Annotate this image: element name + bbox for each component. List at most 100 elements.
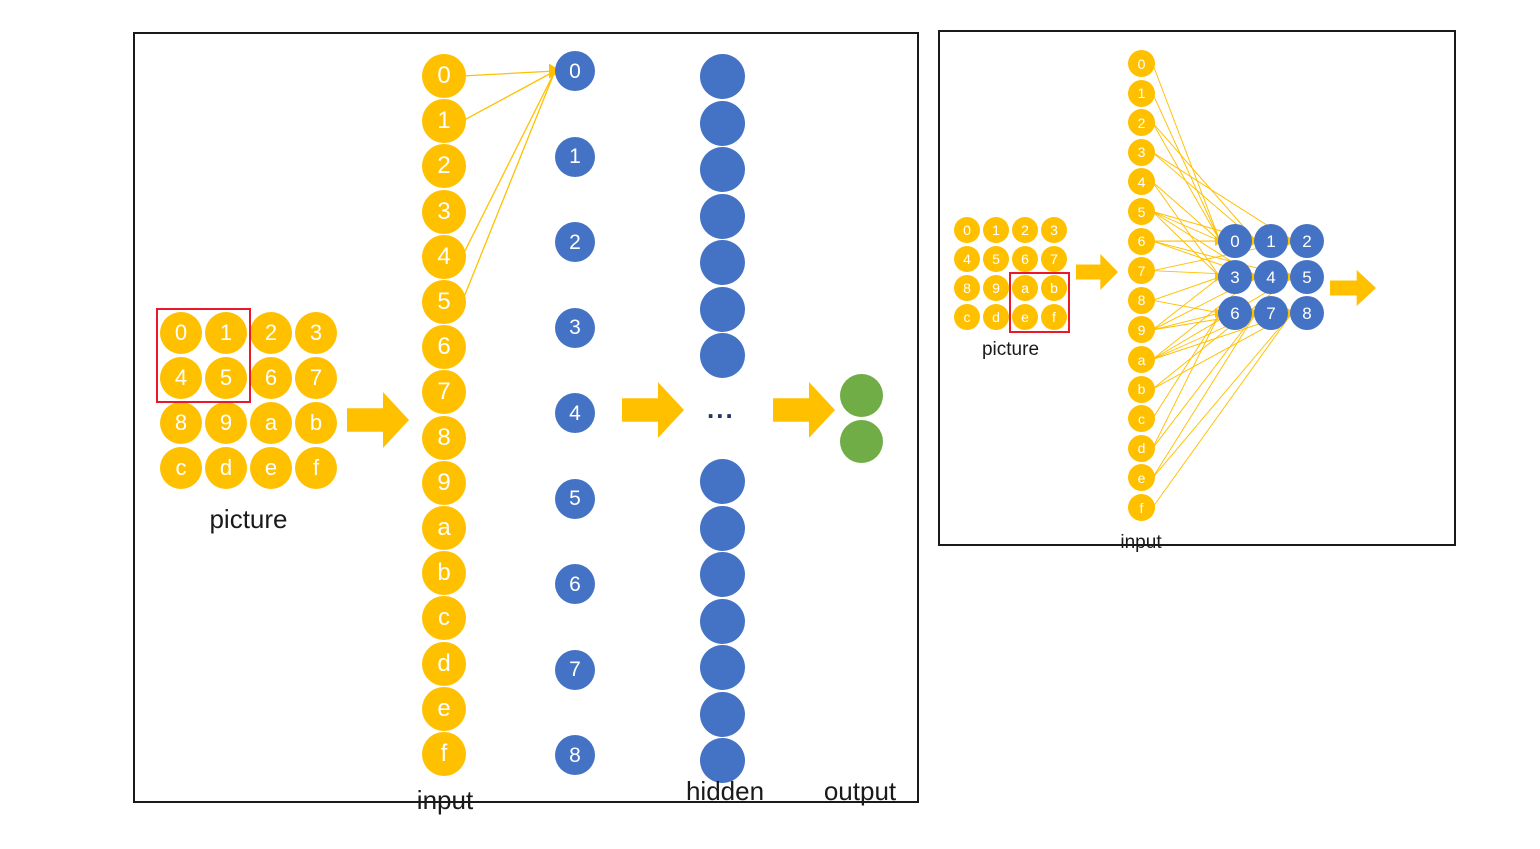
hidden-column2-node xyxy=(700,193,745,239)
picture-cell-1: 1 xyxy=(983,217,1009,243)
arrow-picture-to-input xyxy=(347,392,409,448)
input-node-5: 5 xyxy=(422,280,466,324)
hidden-node-0: 0 xyxy=(555,51,595,91)
hidden-column2-node xyxy=(700,333,745,378)
hidden-column2-node xyxy=(700,286,745,332)
picture-cell-7: 7 xyxy=(1041,246,1067,272)
hidden-column2-node xyxy=(700,598,745,644)
picture-cell-3: 3 xyxy=(295,312,337,354)
hidden-node-2: 2 xyxy=(555,222,595,262)
feature-node-1: 1 xyxy=(1254,224,1288,258)
input-node-c: c xyxy=(1128,405,1155,433)
picture-cell-3: 3 xyxy=(1041,217,1067,243)
output-caption: output xyxy=(823,776,897,806)
hidden-column2-node xyxy=(700,505,745,551)
output-node xyxy=(840,374,883,417)
picture-cell-9: 9 xyxy=(983,275,1009,301)
input-node-f: f xyxy=(422,732,466,776)
picture-cell-9: 9 xyxy=(205,402,247,444)
arrow-ellipsis-to-output xyxy=(773,382,835,438)
input-node-3: 3 xyxy=(1128,138,1155,166)
picture-cell-e: e xyxy=(1012,304,1038,330)
picture-cell-2: 2 xyxy=(1012,217,1038,243)
hidden-node-4: 4 xyxy=(555,393,595,433)
picture-cell-6: 6 xyxy=(1012,246,1038,272)
input-node-0: 0 xyxy=(1128,50,1155,77)
input-node-4: 4 xyxy=(1128,168,1155,196)
picture-caption: picture xyxy=(209,504,288,534)
hidden-node-7: 7 xyxy=(555,649,595,690)
arrow-picture-to-input xyxy=(1076,254,1118,290)
picture-cell-f: f xyxy=(1041,304,1067,330)
input-node-9: 9 xyxy=(422,460,466,505)
input-node-c: c xyxy=(422,596,466,641)
picture-cell-d: d xyxy=(205,447,247,489)
output-node xyxy=(840,420,883,463)
picture-cell-c: c xyxy=(954,304,980,330)
picture-cell-a: a xyxy=(1012,275,1038,301)
input-node-4: 4 xyxy=(422,234,466,279)
picture-cell-0: 0 xyxy=(160,312,202,354)
picture-cell-b: b xyxy=(1041,275,1067,301)
feature-node-8: 8 xyxy=(1290,296,1324,330)
arrow-hidden-to-ellipsis xyxy=(622,382,684,438)
picture-cell-a: a xyxy=(250,402,292,444)
input-node-a: a xyxy=(422,506,466,550)
hidden-node-8: 8 xyxy=(555,735,595,775)
input-node-d: d xyxy=(422,641,466,686)
hidden-column2-node xyxy=(700,100,745,146)
input-node-9: 9 xyxy=(1128,316,1155,344)
picture-cell-0: 0 xyxy=(954,217,980,243)
feature-node-5: 5 xyxy=(1290,260,1324,294)
picture-highlight-box xyxy=(156,308,251,403)
picture-cell-2: 2 xyxy=(250,312,292,354)
hidden-node-6: 6 xyxy=(555,564,595,604)
input-node-8: 8 xyxy=(1128,286,1155,314)
hidden-column2-node xyxy=(700,240,745,285)
hidden-node-1: 1 xyxy=(555,136,595,177)
input-node-1: 1 xyxy=(1128,79,1155,107)
input-caption: input xyxy=(416,785,474,816)
picture-cell-5: 5 xyxy=(205,357,247,399)
picture-cell-5: 5 xyxy=(983,246,1009,272)
hidden-column2-node xyxy=(700,459,745,504)
input-node-5: 5 xyxy=(1128,198,1155,225)
input-caption: input xyxy=(1120,531,1162,553)
picture-cell-8: 8 xyxy=(954,275,980,301)
input-node-6: 6 xyxy=(1128,227,1155,255)
feature-node-3: 3 xyxy=(1218,260,1252,294)
input-node-b: b xyxy=(1128,375,1155,403)
hidden-node-3: 3 xyxy=(555,307,595,348)
input-node-7: 7 xyxy=(1128,257,1155,285)
feature-node-7: 7 xyxy=(1254,296,1288,330)
picture-cell-6: 6 xyxy=(250,357,292,399)
input-node-0: 0 xyxy=(422,54,466,98)
picture-cell-7: 7 xyxy=(295,357,337,399)
feature-node-6: 6 xyxy=(1218,296,1252,330)
input-node-6: 6 xyxy=(422,325,466,370)
picture-cell-d: d xyxy=(983,304,1009,330)
input-node-3: 3 xyxy=(422,189,466,234)
picture-cell-b: b xyxy=(295,402,337,444)
picture-highlight-box xyxy=(1009,272,1070,333)
input-node-8: 8 xyxy=(422,415,466,460)
picture-cell-4: 4 xyxy=(160,357,202,399)
hidden-column2-node xyxy=(700,54,745,99)
feature-node-0: 0 xyxy=(1218,224,1252,258)
hidden-column2-node xyxy=(700,147,745,192)
feature-node-2: 2 xyxy=(1290,224,1324,258)
hidden-caption: hidden xyxy=(685,776,765,806)
hidden-column2-node xyxy=(700,691,745,737)
input-node-7: 7 xyxy=(422,370,466,415)
picture-cell-c: c xyxy=(160,447,202,489)
input-node-2: 2 xyxy=(422,144,466,189)
picture-cell-4: 4 xyxy=(954,246,980,272)
hidden-column2-node xyxy=(700,738,745,783)
hidden-ellipsis: ... xyxy=(707,394,735,424)
picture-cell-f: f xyxy=(295,447,337,489)
input-node-a: a xyxy=(1128,346,1155,373)
input-node-2: 2 xyxy=(1128,109,1155,137)
input-node-e: e xyxy=(1128,464,1155,492)
